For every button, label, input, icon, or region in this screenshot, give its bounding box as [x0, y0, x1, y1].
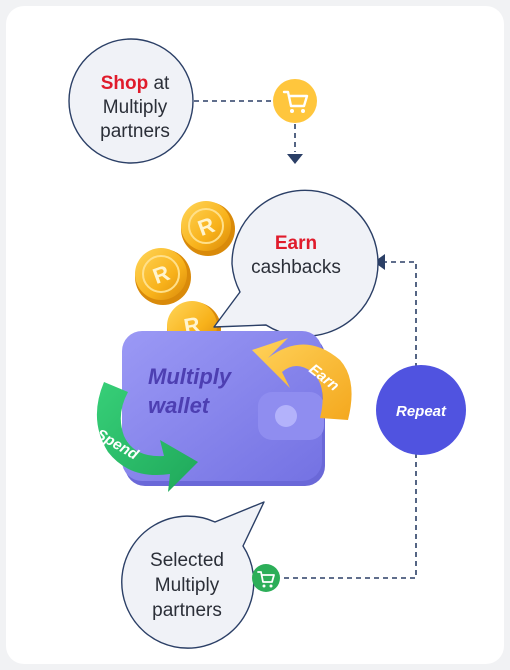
coin-top: R [181, 201, 235, 256]
shop-highlight: Shop [100, 73, 149, 94]
selected-line1: Selected [150, 550, 224, 571]
selected-partners-bubble [121, 501, 265, 649]
flow-diagram: R R R [68, 38, 466, 649]
wallet-label-line1: Multiply [148, 364, 233, 389]
selected-line2: Multiply [154, 575, 220, 596]
arrow-down-head [287, 154, 303, 164]
shop-bubble [68, 38, 194, 164]
repeat-label: Repeat [396, 403, 447, 420]
shop-cart-icon [273, 79, 317, 123]
shop-line3: partners [100, 121, 170, 142]
selected-bubble-text: Selected Multiply partners [120, 548, 254, 623]
diagram-card: R R R [6, 6, 504, 664]
selected-cart-icon [252, 564, 280, 592]
repeat-badge [376, 365, 466, 455]
shop-bubble-text: Shop at Multiply partners [74, 72, 196, 144]
spend-arrow [96, 382, 198, 492]
earn-line2: cashbacks [251, 257, 341, 278]
coin-middle: R [135, 248, 191, 305]
selected-line3: partners [152, 600, 222, 621]
shop-at-text: at [148, 73, 170, 94]
earn-bubble [213, 189, 379, 337]
earn-highlight: Earn [274, 233, 318, 254]
earn-arrow [252, 338, 352, 420]
arrow-left-head [374, 254, 385, 270]
wallet-label-line2: wallet [148, 393, 211, 418]
shop-line2: Multiply [102, 97, 168, 118]
earn-bubble-text: Earn cashbacks [236, 232, 356, 280]
